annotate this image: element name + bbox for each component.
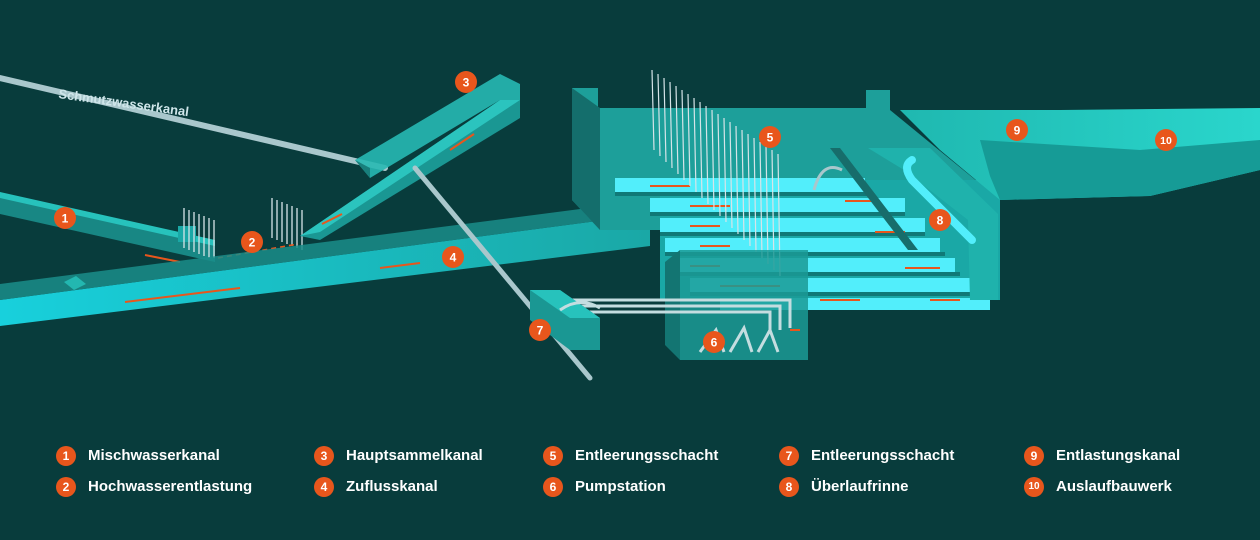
legend-number-badge: 1 [56, 445, 76, 466]
legend-item-5: 5 Entleerungsschacht [543, 440, 783, 471]
legend-column-4: 7 Entleerungsschacht 8 Überlaufrinne [779, 440, 1019, 502]
legend-label: Auslaufbauwerk [1056, 478, 1172, 495]
entleerung-pipe [412, 165, 593, 381]
legend-label: Hauptsammelkanal [346, 447, 483, 464]
marker-9: 9 [1006, 119, 1028, 141]
marker-5-num: 5 [767, 131, 774, 145]
legend-column-1: 1 Mischwasserkanal 2 Hochwasserentlastun… [56, 440, 296, 502]
mischwasserkanal-channel [0, 192, 215, 263]
legend-label: Pumpstation [575, 478, 666, 495]
zuflusskanal-channel [0, 200, 650, 326]
legend-number-badge: 10 [1024, 476, 1044, 497]
marker-2: 2 [241, 231, 263, 253]
marker-2-num: 2 [249, 236, 256, 250]
legend-label: Entleerungsschacht [811, 447, 955, 464]
legend-column-3: 5 Entleerungsschacht 6 Pumpstation [543, 440, 783, 502]
legend-label: Zuflusskanal [346, 478, 438, 495]
legend-column-5: 9 Entlastungskanal 10 Auslaufbauwerk [1024, 440, 1260, 502]
marker-6: 6 [703, 331, 725, 353]
marker-3-num: 3 [463, 76, 470, 90]
legend-item-10: 10 Auslaufbauwerk [1024, 471, 1260, 502]
legend-label: Entlastungskanal [1056, 447, 1181, 464]
schmutzwasserkanal-label: Schmutzwasserkanal [58, 86, 190, 119]
legend-item-2: 2 Hochwasserentlastung [56, 471, 296, 502]
legend-number-badge: 6 [543, 476, 563, 497]
legend: 1 Mischwasserkanal 2 Hochwasserentlastun… [56, 440, 1236, 504]
legend-number-badge: 5 [543, 445, 563, 466]
marker-8-num: 8 [937, 214, 944, 228]
marker-7-num: 7 [537, 324, 544, 338]
marker-7: 7 [529, 319, 551, 341]
marker-1-num: 1 [62, 212, 69, 226]
legend-number-badge: 2 [56, 476, 76, 497]
marker-1: 1 [54, 207, 76, 229]
legend-number-badge: 4 [314, 476, 334, 497]
marker-5: 5 [759, 126, 781, 148]
legend-label: Hochwasserentlastung [88, 478, 253, 495]
marker-10-num: 10 [1160, 135, 1172, 147]
marker-10: 10 [1155, 129, 1177, 151]
legend-item-7: 7 Entleerungsschacht [779, 440, 1019, 471]
legend-item-3: 3 Hauptsammelkanal [314, 440, 554, 471]
legend-item-1: 1 Mischwasserkanal [56, 440, 296, 471]
legend-label: Entleerungsschacht [575, 447, 719, 464]
marker-8: 8 [929, 209, 951, 231]
entleerungsschacht-7-structure [530, 290, 601, 350]
hauptsammelkanal-channel [300, 74, 520, 240]
schmutzwasserkanal-pipe [0, 75, 388, 171]
pumpstation-structure [565, 250, 808, 360]
marker-4: 4 [442, 246, 464, 268]
legend-column-2: 3 Hauptsammelkanal 4 Zuflusskanal [314, 440, 554, 502]
legend-number-badge: 7 [779, 445, 799, 466]
legend-item-9: 9 Entlastungskanal [1024, 440, 1260, 471]
speicherbecken-basin [572, 69, 1000, 310]
legend-number-badge: 8 [779, 476, 799, 497]
marker-4-num: 4 [450, 251, 457, 265]
legend-number-badge: 3 [314, 445, 334, 466]
legend-number-badge: 9 [1024, 445, 1044, 466]
sewer-system-diagram: Schmutzwasserkanal [0, 69, 1260, 381]
legend-item-8: 8 Überlaufrinne [779, 471, 1019, 502]
marker-9-num: 9 [1014, 124, 1021, 138]
legend-item-4: 4 Zuflusskanal [314, 471, 554, 502]
legend-label: Überlaufrinne [811, 478, 909, 495]
marker-6-num: 6 [711, 336, 718, 350]
marker-3: 3 [455, 71, 477, 93]
legend-label: Mischwasserkanal [88, 447, 220, 464]
legend-item-6: 6 Pumpstation [543, 471, 783, 502]
